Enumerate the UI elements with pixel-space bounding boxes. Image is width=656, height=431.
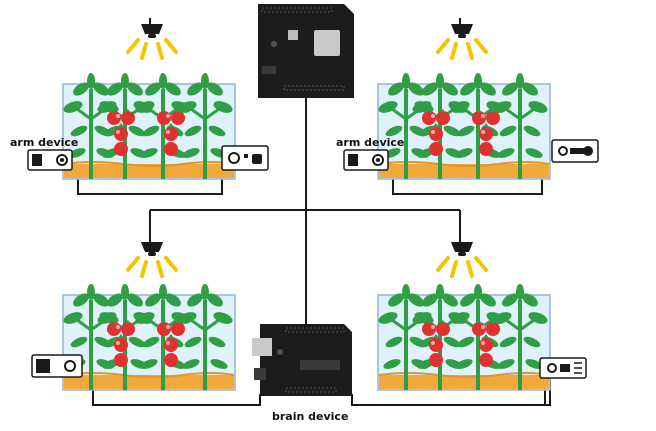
sensor-module-icon	[221, 145, 269, 171]
sensor-module-icon	[31, 354, 83, 378]
greenhouse-top-left	[62, 73, 235, 179]
brain-device-label: brain device	[272, 410, 349, 423]
greenhouse-top-right	[377, 73, 550, 179]
grow-light-top-right	[436, 16, 488, 60]
grow-light-bottom-right	[436, 234, 488, 278]
grow-light-top-left	[126, 16, 178, 60]
sensor-module-icon	[539, 357, 587, 379]
sensor-module-icon	[343, 149, 389, 171]
greenhouse-bottom-right	[377, 284, 550, 390]
grow-light-bottom-left	[126, 234, 178, 278]
sensor-module-icon	[27, 149, 73, 171]
arm-device-label-left: arm device	[10, 136, 79, 149]
top-board-icon	[258, 4, 354, 98]
brain-device-board-icon	[252, 324, 352, 396]
arm-device-label-right: arm device	[336, 136, 405, 149]
greenhouse-bottom-left	[62, 284, 235, 390]
sensor-module-icon	[551, 139, 599, 163]
